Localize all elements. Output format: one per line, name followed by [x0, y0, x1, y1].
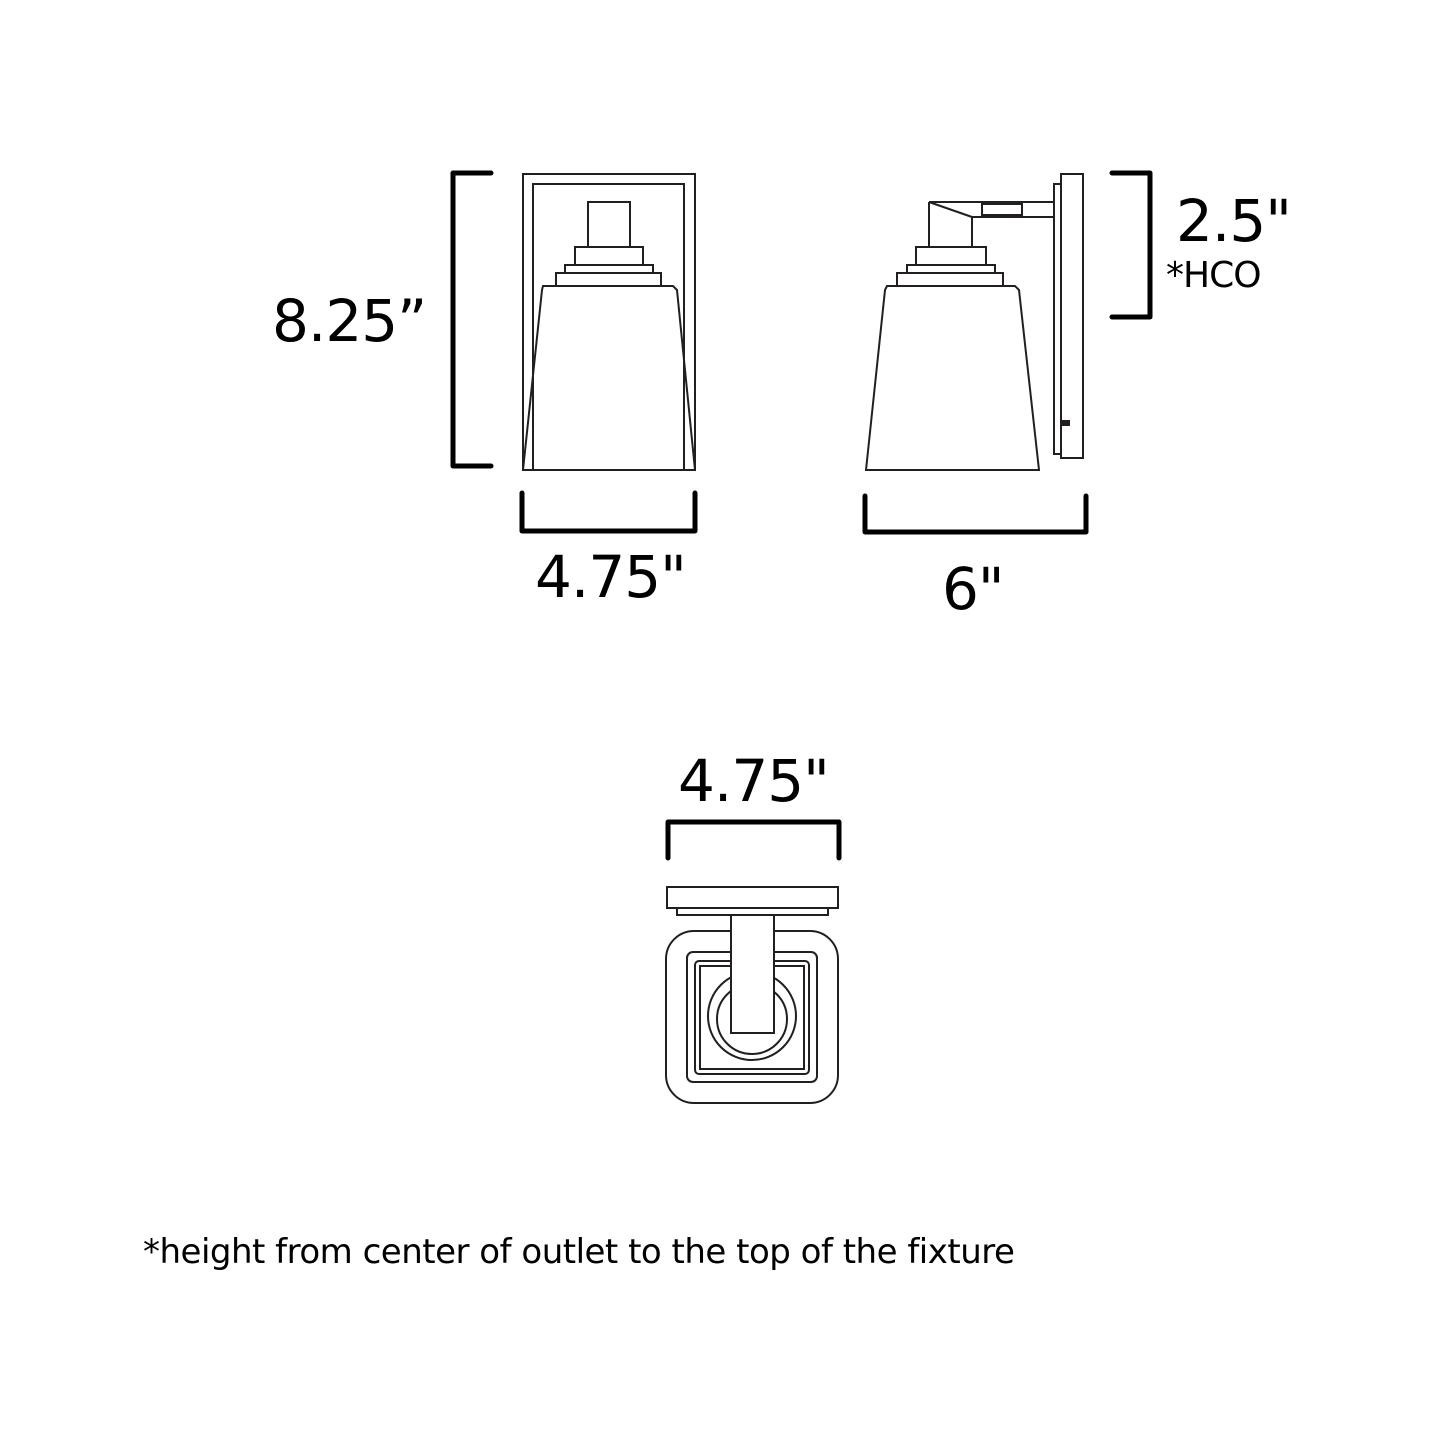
top-backplate-edge	[666, 886, 839, 909]
height-dimension-bracket	[450, 170, 494, 469]
top-width-label: 4.75"	[678, 747, 830, 815]
top-width-dimension-bracket	[665, 819, 842, 861]
top-mounting-plate-edge	[676, 907, 829, 916]
top-arm	[730, 914, 775, 1034]
footnote: *height from center of outlet to the top…	[143, 1232, 1015, 1272]
front-collar-2	[564, 264, 654, 273]
side-arm-bevel	[928, 201, 973, 218]
hco-value-label: 2.5"	[1176, 187, 1292, 255]
hco-dimension-bracket	[1109, 170, 1153, 320]
front-collar-1	[574, 246, 644, 265]
side-mounting-plate	[1053, 183, 1062, 455]
side-view	[862, 170, 1153, 535]
front-backplate-outer	[522, 173, 696, 471]
front-width-label: 4.75"	[535, 543, 687, 611]
side-arm	[929, 201, 1055, 218]
side-collar-3	[896, 272, 1004, 286]
side-screw	[1061, 420, 1070, 426]
top-view	[665, 819, 842, 1104]
front-socket	[587, 201, 631, 248]
side-extension-label: 6"	[942, 555, 1005, 623]
front-collar-3	[555, 272, 662, 286]
side-collar-2	[906, 264, 996, 273]
side-backplate	[1060, 173, 1084, 459]
hco-label: *HCO	[1166, 255, 1262, 296]
side-glass-shade	[864, 285, 1041, 471]
front-glass-shade	[521, 285, 697, 471]
front-backplate-inner	[532, 183, 685, 471]
side-arm-detail	[981, 203, 1023, 216]
extension-dimension-bracket	[862, 493, 1089, 535]
front-height-label: 8.25”	[272, 287, 427, 355]
front-view	[450, 170, 698, 534]
side-collar-1	[915, 246, 987, 265]
front-width-dimension-bracket	[519, 490, 698, 534]
